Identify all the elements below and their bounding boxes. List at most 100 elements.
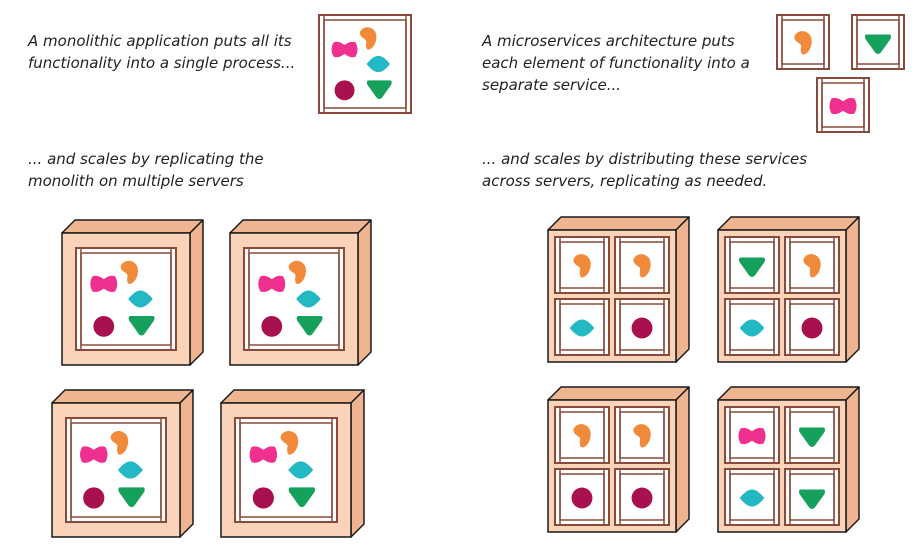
orange-blob-icon bbox=[794, 31, 812, 55]
caption-line: ... and scales by distributing these ser… bbox=[482, 150, 808, 168]
caption-line: ... and scales by replicating the bbox=[28, 150, 264, 168]
microservices-server bbox=[717, 216, 860, 363]
server-side-face bbox=[189, 219, 204, 366]
orange-blob-icon bbox=[633, 254, 651, 278]
maroon-circle-icon bbox=[334, 80, 355, 101]
monolith-server bbox=[220, 389, 365, 538]
orange-blob-icon bbox=[120, 260, 138, 285]
microservices-intro-caption: A microservices architecture puts each e… bbox=[482, 30, 750, 96]
server-side-face bbox=[350, 389, 365, 538]
pink-bowtie-icon bbox=[738, 427, 766, 445]
teal-diamond-icon bbox=[739, 319, 765, 337]
server-top-face bbox=[717, 216, 860, 231]
microservices-server bbox=[547, 216, 690, 363]
orange-blob-icon bbox=[288, 260, 306, 285]
microservices-server bbox=[717, 386, 860, 533]
server-side-face bbox=[845, 386, 860, 533]
teal-diamond-icon bbox=[117, 461, 143, 479]
server-side-face bbox=[675, 386, 690, 533]
caption-line: A monolithic application puts all its bbox=[28, 32, 292, 50]
orange-blob-icon bbox=[633, 424, 651, 448]
service-frame bbox=[724, 236, 780, 294]
service-frame bbox=[784, 236, 840, 294]
server-side-face bbox=[357, 219, 372, 366]
service-frame bbox=[724, 406, 780, 464]
pink-bowtie-icon bbox=[90, 275, 118, 292]
teal-diamond-icon bbox=[128, 290, 153, 308]
caption-line: each element of functionality into a bbox=[482, 54, 750, 72]
green-triangle-icon bbox=[865, 34, 891, 54]
green-triangle-icon bbox=[799, 427, 825, 447]
server-top-face bbox=[547, 216, 690, 231]
orange-blob-icon bbox=[280, 431, 299, 455]
caption-line: functionality into a single process... bbox=[28, 54, 296, 72]
monolith-server bbox=[229, 219, 372, 366]
server-side-face bbox=[845, 216, 860, 363]
orange-blob-icon bbox=[110, 431, 129, 455]
server-side-face bbox=[179, 389, 194, 538]
service-frame bbox=[784, 406, 840, 464]
orange-blob-icon bbox=[573, 424, 591, 448]
monolith-server bbox=[61, 219, 204, 366]
green-triangle-icon bbox=[128, 316, 155, 336]
orange-blob-icon bbox=[359, 27, 377, 50]
service-frame bbox=[724, 298, 780, 356]
pink-bowtie-icon bbox=[80, 446, 108, 463]
maroon-circle-icon bbox=[631, 487, 653, 509]
monolith-scale-caption: ... and scales by replicating the monoli… bbox=[28, 148, 264, 192]
caption-line: A microservices architecture puts bbox=[482, 32, 735, 50]
monolith-process-frame bbox=[75, 247, 177, 351]
service-frame bbox=[554, 298, 610, 356]
teal-diamond-icon bbox=[569, 319, 595, 337]
service-frame bbox=[724, 468, 780, 526]
monolith-process-frame bbox=[318, 14, 412, 114]
pink-bowtie-icon bbox=[829, 97, 857, 115]
maroon-circle-icon bbox=[571, 487, 593, 509]
monolith-process-frame bbox=[65, 417, 167, 523]
server-top-face bbox=[220, 389, 365, 404]
monolith-process-frame bbox=[243, 247, 345, 351]
green-triangle-icon bbox=[366, 80, 392, 99]
green-triangle-icon bbox=[739, 257, 765, 277]
server-top-face bbox=[61, 219, 204, 234]
service-frame bbox=[614, 298, 670, 356]
pink-bowtie-icon bbox=[249, 446, 278, 463]
maroon-circle-icon bbox=[801, 317, 823, 339]
service-frame bbox=[554, 468, 610, 526]
green-triangle-icon bbox=[296, 316, 323, 336]
maroon-circle-icon bbox=[631, 317, 653, 339]
service-frame bbox=[554, 406, 610, 464]
server-side-face bbox=[675, 216, 690, 363]
service-frame bbox=[614, 236, 670, 294]
green-triangle-icon bbox=[118, 487, 145, 508]
server-top-face bbox=[51, 389, 194, 404]
server-top-face bbox=[717, 386, 860, 401]
pink-bowtie-icon bbox=[331, 41, 358, 58]
caption-line: monolith on multiple servers bbox=[28, 172, 244, 190]
service-frame bbox=[554, 236, 610, 294]
green-triangle-icon bbox=[288, 487, 316, 508]
service-frame bbox=[784, 468, 840, 526]
green-triangle-icon bbox=[799, 489, 825, 509]
monolith-server bbox=[51, 389, 194, 538]
maroon-circle-icon bbox=[252, 487, 274, 509]
caption-line: separate service... bbox=[482, 76, 622, 94]
orange-blob-icon bbox=[573, 254, 591, 278]
teal-diamond-icon bbox=[288, 461, 314, 479]
caption-line: across servers, replicating as needed. bbox=[482, 172, 768, 190]
service-frame bbox=[614, 406, 670, 464]
monolith-intro-caption: A monolithic application puts all its fu… bbox=[28, 30, 295, 74]
microservices-scale-caption: ... and scales by distributing these ser… bbox=[482, 148, 807, 192]
orange-blob-icon bbox=[803, 254, 821, 278]
microservices-server bbox=[547, 386, 690, 533]
monolith-process-frame bbox=[234, 417, 338, 523]
service-frame bbox=[816, 77, 870, 133]
service-frame bbox=[614, 468, 670, 526]
teal-diamond-icon bbox=[739, 489, 765, 507]
teal-diamond-icon bbox=[296, 290, 321, 308]
maroon-circle-icon bbox=[261, 316, 283, 337]
server-top-face bbox=[229, 219, 372, 234]
service-frame bbox=[784, 298, 840, 356]
server-top-face bbox=[547, 386, 690, 401]
